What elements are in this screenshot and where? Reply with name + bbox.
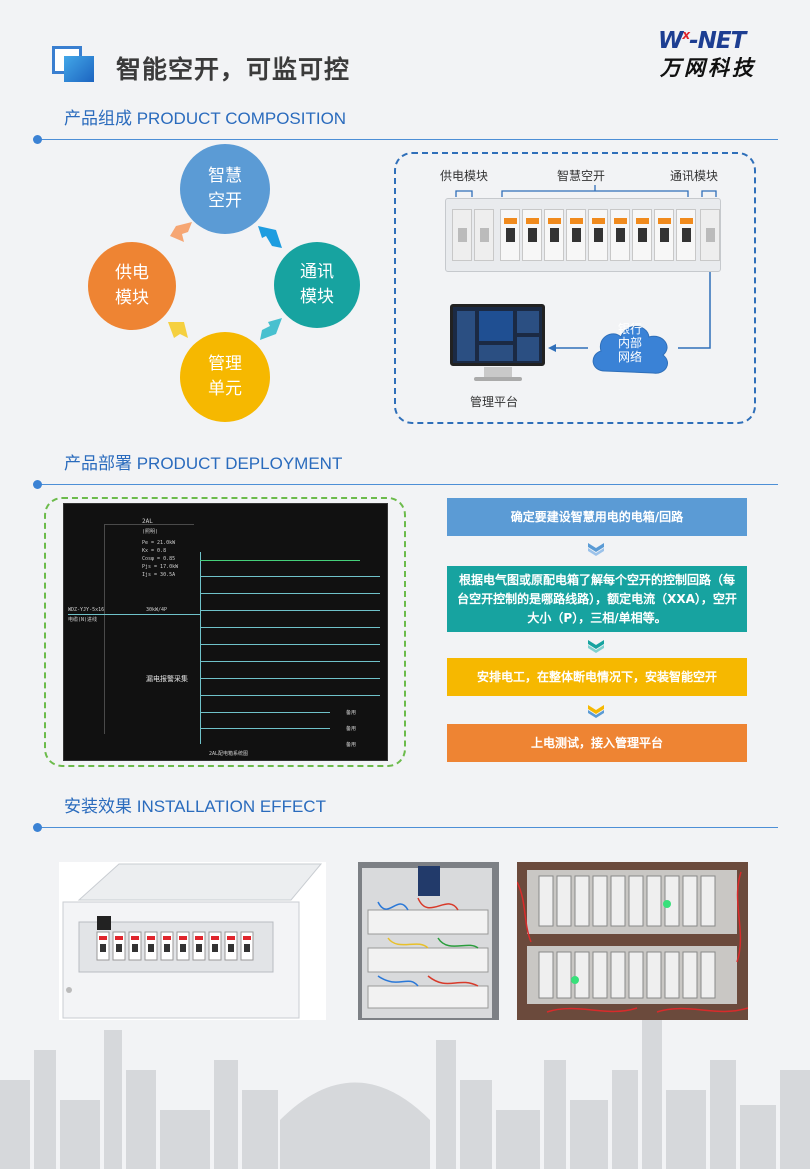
arrow-icon xyxy=(258,226,282,248)
section-divider xyxy=(38,484,778,485)
photo-wiring-cabinet xyxy=(358,862,499,1020)
step-3: 安排电工，在整体断电情况下，安装智能空开 xyxy=(447,658,747,696)
breaker-device xyxy=(445,198,721,272)
step-1: 确定要建设智慧用电的电箱/回路 xyxy=(447,498,747,536)
photo-installed-breakers xyxy=(517,862,748,1020)
section-divider xyxy=(38,139,778,140)
cycle-smart-breaker: 智慧空开 xyxy=(180,144,270,234)
distribution-schematic: 2AL (照明) Pe = 21.0kW Kx = 0.8 Cosφ = 0.8… xyxy=(63,503,388,761)
brace-lines xyxy=(455,185,717,197)
photo-distribution-box xyxy=(59,862,326,1020)
cycle-arrows xyxy=(168,222,282,340)
page-title: 智能空开，可监可控 xyxy=(116,55,351,84)
chevron-down-icon xyxy=(588,640,604,653)
cycle-power-module: 供电模块 xyxy=(88,242,176,330)
arrow-icon xyxy=(260,318,282,340)
logo-english: Wx-NET xyxy=(658,28,746,54)
company-logo: Wx-NET 万网科技 xyxy=(658,28,778,80)
composition-diagram-box xyxy=(394,152,756,424)
monitor-stand xyxy=(484,367,512,377)
section-divider xyxy=(38,827,778,828)
management-platform-monitor xyxy=(450,304,545,366)
label-power-module: 供电模块 xyxy=(440,169,489,183)
connection-lines xyxy=(548,272,711,352)
label-comm-module: 通讯模块 xyxy=(670,169,719,183)
section-title-deployment: 产品部署 PRODUCT DEPLOYMENT xyxy=(64,454,343,473)
cycle-comm-module: 通讯模块 xyxy=(274,242,360,328)
label-platform: 管理平台 xyxy=(470,395,519,409)
chevron-down-icon xyxy=(588,705,604,718)
city-skyline-decoration xyxy=(0,1020,810,1169)
label-smart-breaker: 智慧空开 xyxy=(557,169,606,183)
arrow-icon xyxy=(168,322,188,338)
arrow-icon xyxy=(170,222,192,242)
network-cloud-icon xyxy=(592,326,668,374)
section-dot xyxy=(33,135,42,144)
title-mark-icon xyxy=(52,46,96,82)
monitor-base xyxy=(474,377,522,381)
section-dot xyxy=(33,480,42,489)
section-title-installation: 安装效果 INSTALLATION EFFECT xyxy=(64,797,326,816)
logo-chinese: 万网科技 xyxy=(660,56,756,80)
step-4: 上电测试，接入管理平台 xyxy=(447,724,747,762)
step-2: 根据电气图或原配电箱了解每个空开的控制回路（每台空开控制的是哪路线路），额定电流… xyxy=(447,566,747,632)
cycle-mgmt-unit: 管理单元 xyxy=(180,332,270,422)
section-dot xyxy=(33,823,42,832)
chevron-down-icon xyxy=(588,543,604,556)
network-label: 银行 内部 网络 xyxy=(617,322,642,364)
deployment-diagram-box xyxy=(44,497,406,767)
section-title-composition: 产品组成 PRODUCT COMPOSITION xyxy=(64,109,347,128)
